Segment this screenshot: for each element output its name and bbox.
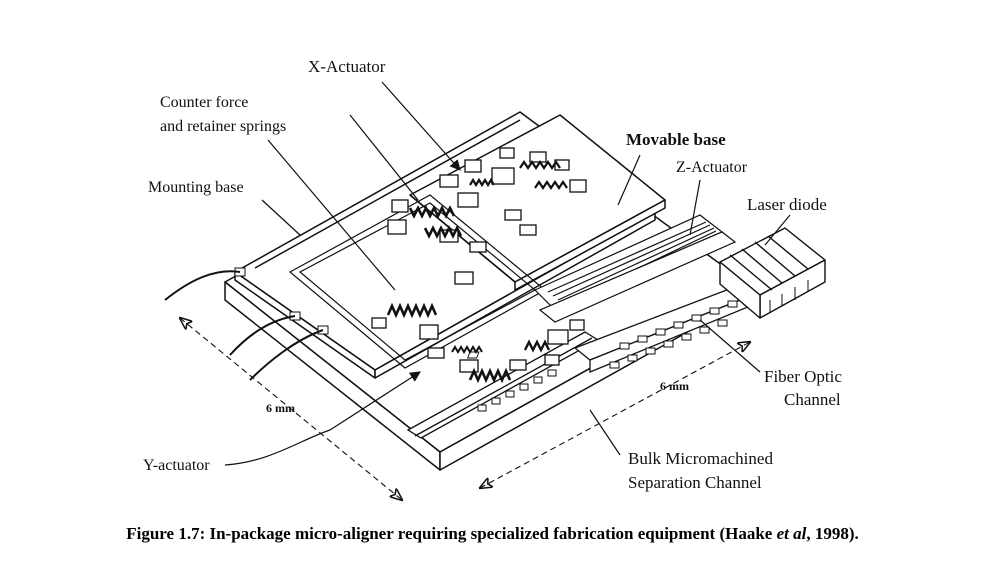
- micro-aligner-diagram: X-Actuator Counter force and retainer sp…: [143, 57, 842, 520]
- diagram-labels: X-Actuator Counter force and retainer sp…: [143, 57, 842, 492]
- label-dimension-left: 6 mm: [266, 401, 295, 415]
- retainer-springs: [387, 199, 487, 253]
- caption-suffix: , 1998).: [806, 524, 859, 543]
- label-bulk-line1: Bulk Micromachined: [628, 449, 773, 468]
- label-counter-force-line2: and retainer springs: [160, 118, 286, 135]
- dimension-lines: [180, 318, 750, 500]
- label-y-actuator: Y-actuator: [143, 457, 210, 474]
- figure-caption: Figure 1.7: In-package micro-aligner req…: [0, 524, 985, 544]
- label-z-actuator: Z-Actuator: [676, 159, 748, 176]
- laser-diode-block: [719, 227, 826, 319]
- caption-etal: et al: [776, 524, 807, 543]
- label-counter-force-line1: Counter force: [160, 94, 248, 111]
- label-laser-diode: Laser diode: [747, 195, 827, 214]
- label-dimension-right: 6 mm: [660, 379, 689, 393]
- z-actuator-comb: [533, 214, 737, 323]
- x-actuator-structure: [439, 147, 587, 236]
- leader-lines: [224, 81, 791, 466]
- label-bulk-line2: Separation Channel: [628, 473, 762, 492]
- label-fiber-optic-line2: Channel: [784, 390, 841, 409]
- label-mounting-base: Mounting base: [148, 179, 244, 196]
- label-x-actuator: X-Actuator: [308, 57, 386, 76]
- label-fiber-optic-line1: Fiber Optic: [764, 367, 842, 386]
- label-movable-base: Movable base: [626, 130, 726, 149]
- caption-prefix: Figure 1.7: In-package micro-aligner req…: [126, 524, 777, 543]
